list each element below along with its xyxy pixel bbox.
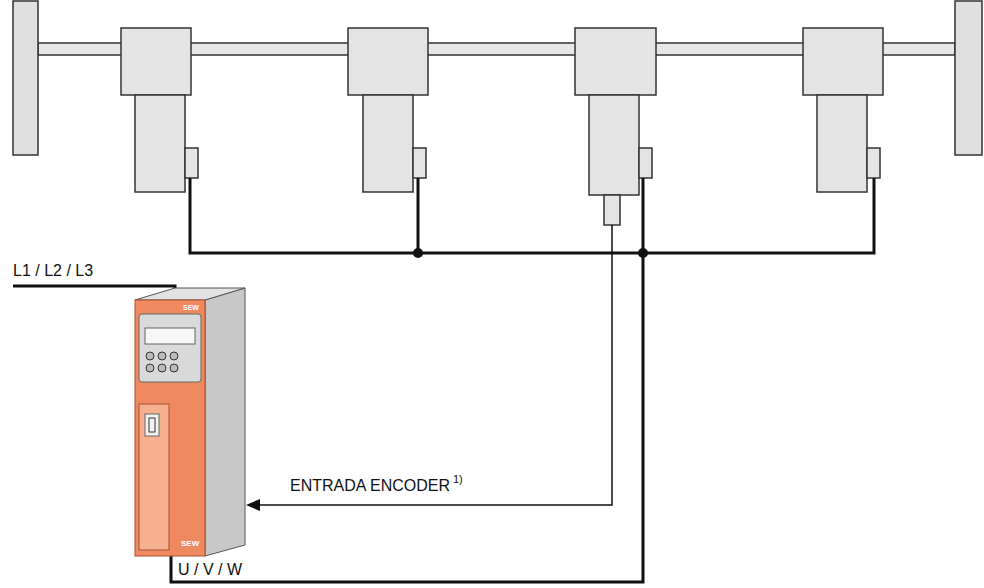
arrowhead <box>246 499 260 511</box>
brand-logo: SEW <box>183 304 199 312</box>
end-plate <box>13 1 38 155</box>
junction-dot <box>413 248 423 258</box>
gear-motor <box>348 28 428 192</box>
terminal-label: U / V / W <box>178 561 242 579</box>
supply-label: L1 / L2 / L3 <box>13 262 93 280</box>
gear-motor <box>803 28 883 192</box>
encoder <box>604 195 620 225</box>
encoder-cable <box>258 225 612 505</box>
motor-wiring <box>171 178 874 582</box>
inverter <box>135 288 245 556</box>
junction-dot <box>638 248 648 258</box>
signal-label: ENTRADA ENCODER <box>290 477 450 495</box>
gear-motor <box>121 28 198 192</box>
brand-logo: SEW <box>181 540 199 549</box>
end-plate <box>955 1 982 155</box>
footnote-mark: 1) <box>453 473 463 485</box>
